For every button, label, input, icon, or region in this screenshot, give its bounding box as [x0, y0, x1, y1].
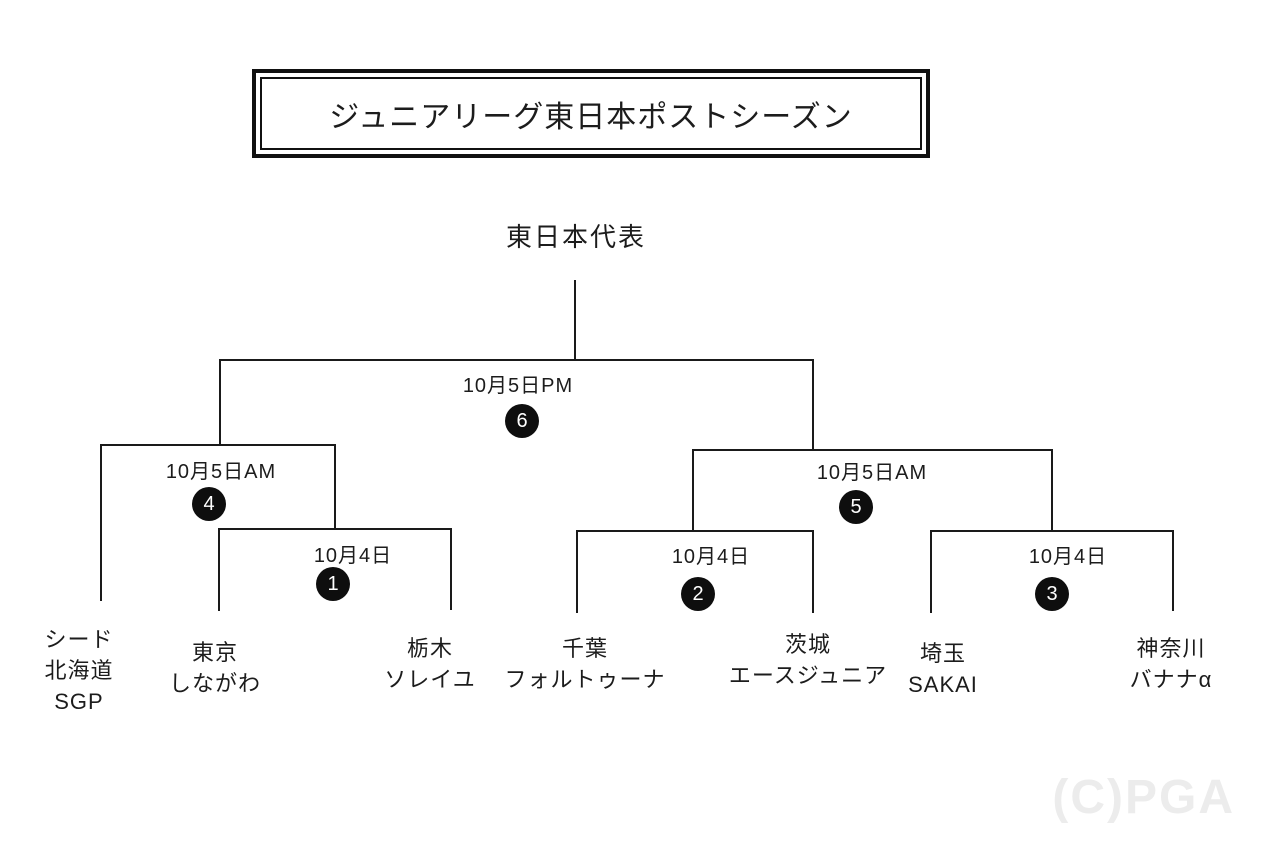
team-region: 栃木	[406, 636, 453, 661]
team-name: エースジュニア	[728, 663, 888, 688]
match-6-date: 10月5日PM	[458, 369, 578, 398]
match3-connector	[930, 530, 1174, 613]
team-tokyo-shinagawa: 東京 しながわ	[169, 637, 261, 699]
team-name: バナナα	[1129, 667, 1213, 692]
team-seed-hokkaido-sgp: シード 北海道 SGP	[44, 624, 113, 717]
team-name: SGP	[54, 689, 104, 714]
champion-label: 東日本代表	[505, 222, 647, 252]
match-1-number: 1	[316, 567, 350, 601]
match-4-number: 4	[192, 487, 226, 521]
match-2-number: 2	[681, 577, 715, 611]
semifinal-left-connector	[100, 444, 336, 601]
semifinal-right-connector	[692, 449, 1053, 532]
team-region: 北海道	[44, 658, 114, 683]
match-1-date: 10月4日	[309, 539, 397, 568]
team-region: 神奈川	[1136, 636, 1206, 661]
match-6-number: 6	[505, 404, 539, 438]
team-name: フォルトゥーナ	[504, 667, 666, 692]
team-kanagawa-banana: 神奈川 バナナα	[1130, 633, 1213, 695]
team-ibaraki-ace-junior: 茨城 エースジュニア	[729, 629, 887, 691]
team-region: 千葉	[561, 636, 609, 661]
final-connector	[219, 280, 814, 451]
team-seed-line: シード	[44, 627, 114, 652]
team-region: 東京	[191, 640, 239, 665]
copyright-watermark: (C)PGA	[1052, 771, 1235, 824]
match-4-date: 10月5日AM	[161, 455, 281, 484]
team-name: ソレイユ	[384, 667, 476, 692]
match-3-number: 3	[1035, 577, 1069, 611]
team-name: SAKAI	[908, 672, 978, 697]
tournament-title-box: ジュニアリーグ東日本ポストシーズン	[252, 69, 930, 158]
match2-connector	[576, 530, 814, 613]
match-3-date: 10月4日	[1024, 540, 1112, 569]
team-region: 埼玉	[919, 641, 966, 666]
match1-connector	[218, 528, 452, 611]
team-region: 茨城	[784, 632, 831, 657]
match-2-date: 10月4日	[667, 540, 755, 569]
tournament-title-inner-border: ジュニアリーグ東日本ポストシーズン	[260, 77, 922, 150]
match-5-date: 10月5日AM	[812, 456, 932, 485]
team-tochigi-soleil: 栃木 ソレイユ	[384, 633, 476, 695]
team-name: しながわ	[168, 671, 262, 696]
team-saitama-sakai: 埼玉 SAKAI	[908, 638, 978, 700]
match-5-number: 5	[839, 490, 873, 524]
tournament-title: ジュニアリーグ東日本ポストシーズン	[329, 100, 853, 134]
team-chiba-fortuna: 千葉 フォルトゥーナ	[504, 633, 665, 695]
